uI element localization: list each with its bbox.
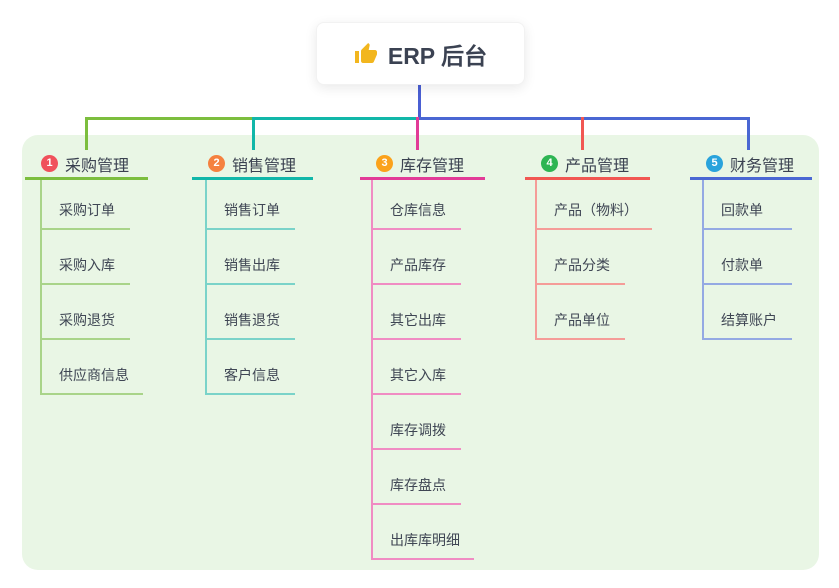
branch-child-node[interactable]: 库存调拨	[373, 395, 461, 450]
branch-child-node[interactable]: 其它出库	[373, 285, 461, 340]
root-node[interactable]: ERP 后台	[316, 22, 525, 85]
branch-purchase: 1 采购管理 采购订单采购入库采购退货供应商信息	[25, 150, 148, 395]
branch-children: 采购订单采购入库采购退货供应商信息	[40, 180, 143, 395]
branch-child-node[interactable]: 结算账户	[704, 285, 792, 340]
child-label: 供应商信息	[59, 367, 129, 383]
branch-title: 销售管理	[232, 157, 297, 175]
branch-children: 回款单付款单结算账户	[702, 180, 792, 340]
branch-title: 库存管理	[400, 157, 465, 175]
branch-child-node[interactable]: 采购入库	[42, 230, 130, 285]
branch-child-node[interactable]: 产品库存	[373, 230, 461, 285]
child-label: 产品分类	[554, 257, 610, 273]
branches-background-panel	[22, 135, 819, 570]
branch-children: 产品（物料） 产品分类产品单位	[535, 180, 652, 340]
child-label: 采购入库	[59, 257, 115, 273]
child-label: 其它入库	[390, 367, 446, 383]
child-label: 库存调拨	[390, 422, 446, 438]
child-label: 采购订单	[59, 202, 115, 218]
branch-number-badge: 4	[541, 155, 558, 172]
branch-sales: 2 销售管理 销售订单销售出库销售退货客户信息	[192, 150, 313, 395]
drop-connector-inventory	[416, 117, 419, 150]
child-label: 回款单	[721, 202, 763, 218]
branch-child-node[interactable]: 采购退货	[42, 285, 130, 340]
child-label: 产品库存	[390, 257, 446, 273]
branch-number-badge: 2	[208, 155, 225, 172]
branch-child-node[interactable]: 销售退货	[207, 285, 295, 340]
child-label: 出库库明细	[390, 532, 460, 548]
branch-children: 仓库信息产品库存其它出库其它入库库存调拨库存盘点出库库明细	[371, 180, 474, 560]
branch-title: 产品管理	[565, 157, 630, 175]
drop-connector-purchase	[85, 117, 88, 150]
branch-inventory: 3 库存管理 仓库信息产品库存其它出库其它入库库存调拨库存盘点出库库明细	[360, 150, 485, 560]
branch-child-node[interactable]: 其它入库	[373, 340, 461, 395]
child-label: 产品单位	[554, 312, 610, 328]
child-label: 产品（物料）	[554, 202, 638, 218]
branch-child-node[interactable]: 仓库信息	[373, 180, 461, 230]
branch-number-badge: 1	[41, 155, 58, 172]
child-label: 销售出库	[224, 257, 280, 273]
branch-header-purchase[interactable]: 1 采购管理	[25, 150, 148, 180]
branch-header-finance[interactable]: 5 财务管理	[690, 150, 812, 180]
branch-number-badge: 3	[376, 155, 393, 172]
branch-header-inventory[interactable]: 3 库存管理	[360, 150, 485, 180]
branch-child-node[interactable]: 产品单位	[537, 285, 625, 340]
branch-child-node[interactable]: 客户信息	[207, 340, 295, 395]
drop-connector-finance	[747, 117, 750, 150]
child-label: 销售订单	[224, 202, 280, 218]
branch-title: 采购管理	[65, 157, 130, 175]
branch-header-product[interactable]: 4 产品管理	[525, 150, 650, 180]
branch-child-node[interactable]: 销售出库	[207, 230, 295, 285]
child-label: 销售退货	[224, 312, 280, 328]
bus-segment-sales	[254, 117, 418, 120]
branch-child-node[interactable]: 产品分类	[537, 230, 625, 285]
root-stem-connector	[418, 83, 421, 118]
thumbs-up-icon	[354, 42, 378, 66]
branch-number-badge: 5	[706, 155, 723, 172]
drop-connector-product	[581, 117, 584, 150]
branch-child-node[interactable]: 出库库明细	[373, 505, 474, 560]
bus-segment-purchase	[85, 117, 254, 120]
branch-finance: 5 财务管理 回款单付款单结算账户	[690, 150, 812, 340]
branch-header-sales[interactable]: 2 销售管理	[192, 150, 313, 180]
child-label: 采购退货	[59, 312, 115, 328]
child-label: 结算账户	[721, 312, 777, 328]
branch-child-node[interactable]: 供应商信息	[42, 340, 143, 395]
child-label: 客户信息	[224, 367, 280, 383]
child-label: 仓库信息	[390, 202, 446, 218]
branch-child-node[interactable]: 采购订单	[42, 180, 130, 230]
drop-connector-sales	[252, 117, 255, 150]
child-label: 其它出库	[390, 312, 446, 328]
branch-child-node[interactable]: 回款单	[704, 180, 792, 230]
child-label: 付款单	[721, 257, 763, 273]
branch-child-node[interactable]: 付款单	[704, 230, 792, 285]
branch-child-node[interactable]: 产品（物料）	[537, 180, 652, 230]
branch-title: 财务管理	[730, 157, 795, 175]
branch-child-node[interactable]: 销售订单	[207, 180, 295, 230]
child-label: 库存盘点	[390, 477, 446, 493]
branch-children: 销售订单销售出库销售退货客户信息	[205, 180, 295, 395]
branch-product: 4 产品管理 产品（物料） 产品分类产品单位	[525, 150, 652, 340]
bus-segment-right	[418, 117, 750, 120]
root-title: ERP 后台	[387, 42, 488, 69]
branch-child-node[interactable]: 库存盘点	[373, 450, 461, 505]
